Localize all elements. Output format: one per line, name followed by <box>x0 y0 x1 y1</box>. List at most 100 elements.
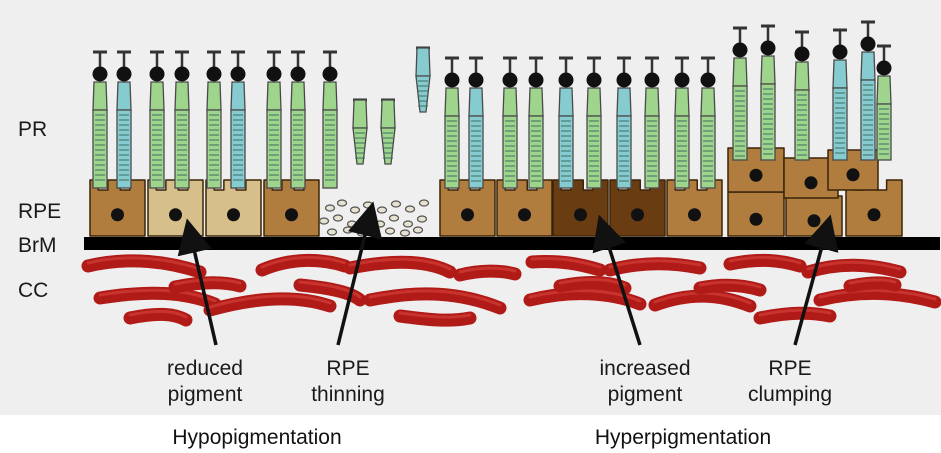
rod-photoreceptor <box>445 58 460 188</box>
annotation-rpe-clumping-line1: RPE <box>768 357 811 380</box>
outer-segment <box>207 110 221 188</box>
layer-label-pr: PR <box>18 118 47 141</box>
rod-photoreceptor <box>503 58 518 188</box>
outer-segment <box>150 110 164 188</box>
melanin-granule-icon <box>414 227 423 233</box>
annotation-rpe-thinning-line1: RPE <box>326 357 369 380</box>
outer-segment <box>587 116 601 188</box>
melanin-granule-icon <box>344 227 353 233</box>
inner-segment <box>93 82 107 110</box>
melanin-granule-icon <box>406 206 415 212</box>
inner-segment <box>117 82 131 110</box>
nucleus-icon <box>847 168 860 181</box>
inner-segment <box>733 58 747 86</box>
rpe-cell <box>728 192 784 236</box>
melanin-granule-icon <box>404 221 413 227</box>
nucleus-icon <box>93 67 108 82</box>
melanin-granule-icon <box>328 229 337 235</box>
inner-segment <box>231 82 245 110</box>
cone-photoreceptor <box>617 58 632 188</box>
inner-segment <box>617 88 631 116</box>
layer-label-rpe: RPE <box>18 200 61 223</box>
inner-segment <box>559 88 573 116</box>
rod-photoreceptor <box>323 52 338 188</box>
nucleus-icon <box>701 73 716 88</box>
nucleus-icon <box>291 67 306 82</box>
nucleus-icon <box>117 67 132 82</box>
cone-photoreceptor <box>559 58 574 188</box>
inner-segment <box>761 56 775 84</box>
cone-photoreceptor <box>469 58 484 188</box>
annotation-reduced-pigment-line2: pigment <box>168 383 243 406</box>
outer-segment <box>559 116 573 188</box>
inner-segment <box>150 82 164 110</box>
outer-segment <box>323 110 337 188</box>
outer-segment <box>117 110 131 188</box>
melanin-granule-icon <box>420 200 429 206</box>
inner-segment <box>207 82 221 110</box>
melanin-granule-icon <box>386 228 395 234</box>
outer-segment <box>833 88 847 160</box>
cone-photoreceptor <box>861 22 876 160</box>
inner-segment <box>833 60 847 88</box>
inner-segment <box>323 82 337 110</box>
outer-segment <box>445 116 459 188</box>
inner-segment <box>861 52 875 80</box>
nucleus-icon <box>111 208 124 221</box>
cone-photoreceptor <box>833 30 848 160</box>
nucleus-icon <box>231 67 246 82</box>
inner-segment <box>503 88 517 116</box>
outer-segment <box>645 116 659 188</box>
outer-segment <box>267 110 281 188</box>
nucleus-icon <box>503 73 518 88</box>
rod-photoreceptor <box>207 52 222 188</box>
annotation-rpe-clumping-line2: clumping <box>748 383 832 406</box>
melanin-granule-icon <box>320 218 329 224</box>
outer-segment <box>175 110 189 188</box>
inner-segment <box>416 48 430 76</box>
outer-segment <box>93 110 107 188</box>
outer-segment <box>503 116 517 188</box>
rod-photoreceptor <box>587 58 602 188</box>
inner-segment <box>529 88 543 116</box>
nucleus-icon <box>675 73 690 88</box>
layer-label-cc: CC <box>18 279 48 302</box>
rod-photoreceptor <box>877 46 892 160</box>
capillary-icon <box>850 283 895 286</box>
melanin-granule-icon <box>401 230 410 236</box>
caption-hypopigmentation: Hypopigmentation <box>172 426 341 449</box>
inner-segment <box>469 88 483 116</box>
capillary-icon <box>130 314 186 320</box>
caption-hyperpigmentation: Hyperpigmentation <box>595 426 771 449</box>
inner-segment <box>587 88 601 116</box>
rpe-cell <box>786 196 842 236</box>
nucleus-icon <box>617 73 632 88</box>
melanin-granule-icon <box>376 221 385 227</box>
rod-photoreceptor <box>761 26 776 160</box>
nucleus-icon <box>808 214 821 227</box>
nucleus-icon <box>795 47 810 62</box>
outer-segment <box>877 104 891 160</box>
inner-segment <box>675 88 689 116</box>
rod-photoreceptor <box>701 58 716 188</box>
rod-photoreceptor <box>675 58 690 188</box>
melanin-granule-icon <box>348 221 357 227</box>
inner-segment <box>795 62 809 90</box>
melanin-granule-icon <box>378 207 387 213</box>
nucleus-icon <box>559 73 574 88</box>
rod-photoreceptor <box>93 52 108 188</box>
nucleus-icon <box>750 169 763 182</box>
nucleus-icon <box>861 37 876 52</box>
cone-photoreceptor <box>231 52 246 188</box>
nucleus-icon <box>461 208 474 221</box>
annotation-reduced-pigment-line1: reduced <box>167 357 243 380</box>
annotation-increased-pigment-line2: pigment <box>608 383 683 406</box>
rod-photoreceptor <box>150 52 165 188</box>
outer-segment <box>231 110 245 188</box>
cone-photoreceptor <box>117 52 132 188</box>
nucleus-icon <box>227 208 240 221</box>
outer-segment <box>617 116 631 188</box>
rod-photoreceptor <box>175 52 190 188</box>
nucleus-icon <box>207 67 222 82</box>
